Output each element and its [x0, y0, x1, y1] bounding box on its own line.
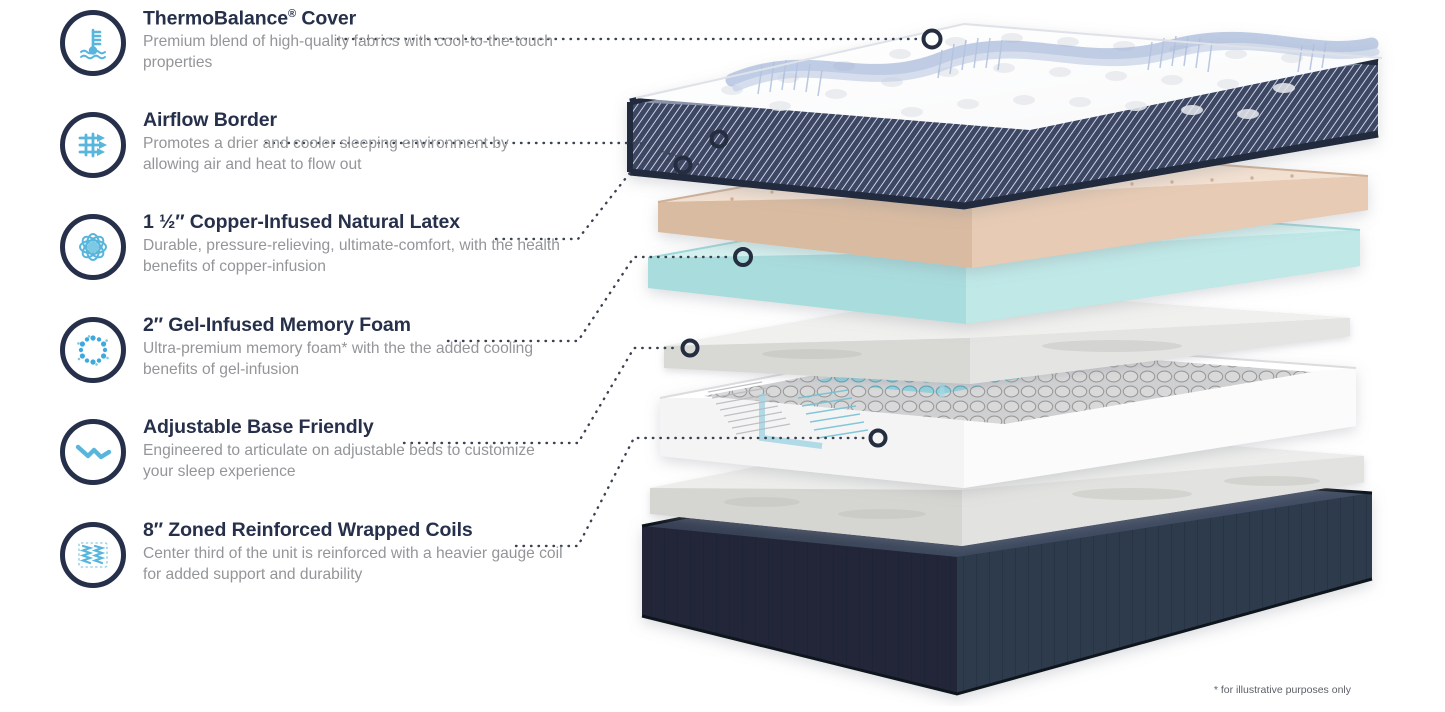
mattress-layer-felt-upper: [664, 290, 1350, 384]
feature-description: Durable, pressure-relieving, ultimate-co…: [143, 236, 560, 275]
feature-text-block: 1 ½″ Copper-Infused Natural Latex Durabl…: [143, 211, 563, 277]
airflow-arrows-icon: [60, 112, 126, 178]
feature-description: Engineered to articulate on adjustable b…: [143, 441, 535, 480]
feature-title: 8″ Zoned Reinforced Wrapped Coils: [143, 519, 473, 541]
feature-description: Ultra-premium memory foam* with the the …: [143, 339, 534, 378]
feature-item-gel-memory-foam[interactable]: 2″ Gel-Infused Memory Foam Ultra-premium…: [60, 314, 620, 383]
feature-title: Airflow Border: [143, 109, 278, 131]
feature-title: Adjustable Base Friendly: [143, 416, 374, 438]
feature-description: Premium blend of high-quality fabrics wi…: [143, 33, 553, 72]
feature-text-block: Adjustable Base Friendly Engineered to a…: [143, 416, 563, 482]
feature-item-zoned-coils[interactable]: 8″ Zoned Reinforced Wrapped Coils Center…: [60, 519, 620, 588]
feature-text-block: ThermoBalance® Cover Premium blend of hi…: [143, 8, 563, 74]
feature-item-thermobalance-cover[interactable]: ThermoBalance® Cover Premium blend of hi…: [60, 8, 620, 76]
feature-text-block: 2″ Gel-Infused Memory Foam Ultra-premium…: [143, 314, 563, 380]
feature-description: Promotes a drier and cooler sleeping env…: [143, 134, 509, 173]
feature-description: Center third of the unit is reinforced w…: [143, 544, 563, 583]
feature-text-block: 8″ Zoned Reinforced Wrapped Coils Center…: [143, 519, 563, 585]
articulating-line-icon: [60, 419, 126, 485]
mattress-layer-top-cover: [627, 22, 1383, 210]
mattress-exploded-illustration: [627, 22, 1383, 696]
feature-item-copper-latex[interactable]: 1 ½″ Copper-Infused Natural Latex Durabl…: [60, 211, 620, 280]
thermometer-water-icon: [60, 10, 126, 76]
feature-title: 2″ Gel-Infused Memory Foam: [143, 314, 411, 336]
feature-item-adjustable-base[interactable]: Adjustable Base Friendly Engineered to a…: [60, 416, 620, 485]
feature-title: 1 ½″ Copper-Infused Natural Latex: [143, 211, 461, 233]
feature-text-block: Airflow Border Promotes a drier and cool…: [143, 109, 563, 175]
footnote-illustrative-purposes: * for illustrative purposes only: [1213, 684, 1351, 697]
molecule-atom-icon: [60, 214, 126, 280]
coil-springs-icon: [60, 522, 126, 588]
feature-title: ThermoBalance® Cover: [143, 7, 357, 30]
feature-item-airflow-border[interactable]: Airflow Border Promotes a drier and cool…: [60, 109, 620, 178]
gel-beads-ring-icon: [60, 317, 126, 383]
